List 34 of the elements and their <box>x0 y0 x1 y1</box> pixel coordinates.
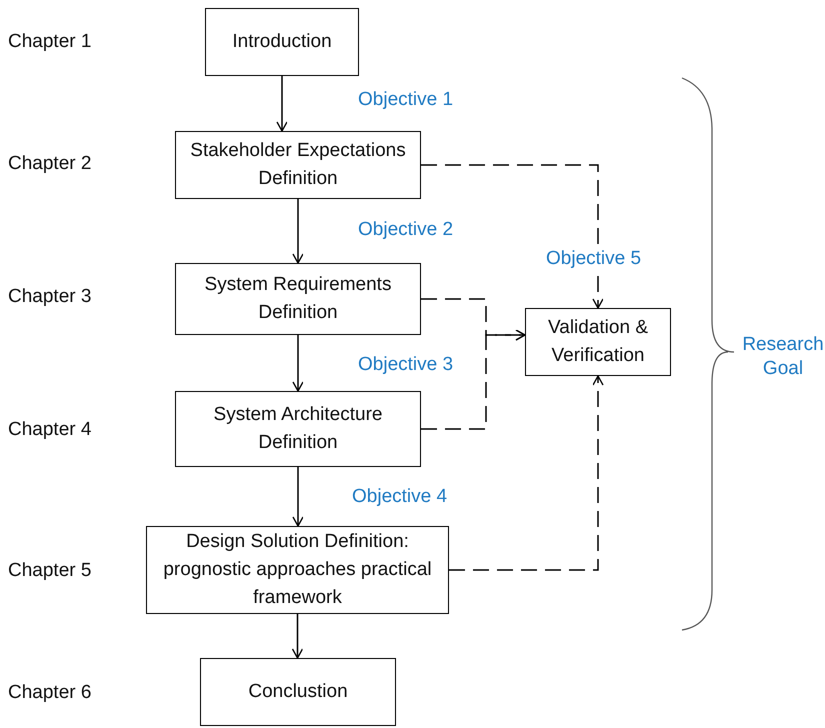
chapter-label: Chapter 6 <box>8 681 92 705</box>
process-box <box>205 8 359 76</box>
box-text: System Requirements Definition <box>204 273 392 325</box>
chapter-label: Chapter 2 <box>8 152 92 176</box>
arrow <box>292 335 304 392</box>
objective-label: Objective 2 <box>358 218 454 242</box>
box-text: Conclustion <box>248 680 348 704</box>
process-box <box>175 263 421 335</box>
process-box <box>175 391 421 467</box>
arrow <box>276 76 288 132</box>
arrow <box>292 199 304 264</box>
dashed-arrow <box>421 164 604 309</box>
chapter-label: Chapter 3 <box>8 285 92 309</box>
chapter-label: Chapter 1 <box>8 30 92 54</box>
box-text: Introduction <box>232 30 332 54</box>
objective-label: Objective 3 <box>358 353 454 377</box>
box-text: Validation & Verification <box>547 316 649 368</box>
arrow <box>292 614 304 659</box>
dashed-arrow <box>421 329 526 430</box>
objective-label: Objective 5 <box>546 247 642 271</box>
chapter-label: Chapter 4 <box>8 418 92 442</box>
objective-label: Objective 1 <box>358 88 454 112</box>
objective-label: Objective 4 <box>352 485 448 509</box>
goal-label: Research Goal <box>741 333 825 381</box>
chapter-label: Chapter 5 <box>8 559 92 583</box>
box-text: Stakeholder Expectations Definition <box>189 139 407 191</box>
box-text: System Architecture Definition <box>212 403 384 455</box>
process-box <box>175 131 421 199</box>
arrow <box>292 467 304 527</box>
process-box <box>525 308 671 376</box>
process-box <box>200 658 396 726</box>
box-text: Design Solution Definition: prognostic approaches practical framework <box>162 530 433 610</box>
process-box <box>146 526 449 614</box>
dashed-arrow <box>449 375 604 571</box>
